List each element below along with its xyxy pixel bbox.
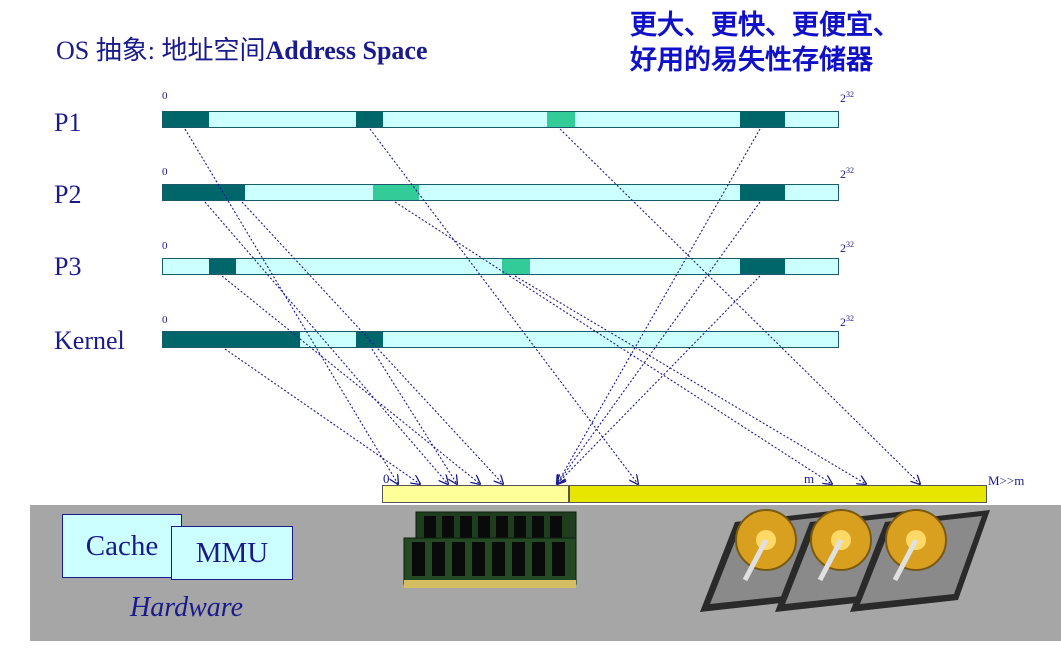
kernel-page bbox=[356, 332, 383, 347]
address-space-p1 bbox=[162, 111, 839, 128]
label-p3: P3 bbox=[54, 252, 82, 281]
p3-start-label: 0 bbox=[162, 240, 168, 252]
p2-page bbox=[740, 185, 785, 200]
label-p2: P2 bbox=[54, 180, 82, 209]
label-p1: P1 bbox=[54, 108, 82, 137]
hard-disk-icon bbox=[850, 509, 990, 612]
p1-page bbox=[163, 112, 209, 127]
label-kernel: Kernel bbox=[54, 326, 125, 355]
p3-end-label: 232 bbox=[840, 240, 854, 255]
ram-module-icon bbox=[403, 511, 577, 588]
p3-page bbox=[209, 259, 236, 274]
kernel-end-label: 232 bbox=[840, 314, 854, 329]
p3-page bbox=[502, 259, 530, 274]
p2-page bbox=[373, 185, 419, 200]
memory-zero-label: 0 bbox=[383, 471, 390, 486]
kernel-page bbox=[163, 332, 300, 347]
memory-m-label: m bbox=[804, 471, 815, 486]
mmu-box: MMU bbox=[171, 526, 293, 580]
p3-page bbox=[740, 259, 785, 274]
p2-page bbox=[163, 185, 245, 200]
disk-storage-bar bbox=[569, 485, 987, 503]
p1-page bbox=[547, 112, 575, 127]
address-space-p3 bbox=[162, 258, 839, 275]
address-space-p2 bbox=[162, 184, 839, 201]
p1-page bbox=[740, 112, 785, 127]
p1-page bbox=[356, 112, 383, 127]
p2-start-label: 0 bbox=[162, 166, 168, 178]
kernel-start-label: 0 bbox=[162, 314, 168, 326]
cache-box: Cache bbox=[62, 514, 182, 578]
p1-start-label: 0 bbox=[162, 90, 168, 102]
slide-title: OS 抽象: 地址空间Address Space bbox=[56, 36, 428, 65]
address-space-kernel bbox=[162, 331, 839, 348]
hardware-label: Hardware bbox=[130, 592, 244, 623]
p2-end-label: 232 bbox=[840, 166, 854, 181]
p1-end-label: 232 bbox=[840, 90, 854, 105]
headline: 更大、更快、更便宜、 好用的易失性存储器 bbox=[630, 10, 900, 76]
memory-max-label: M>>m bbox=[988, 473, 1025, 488]
